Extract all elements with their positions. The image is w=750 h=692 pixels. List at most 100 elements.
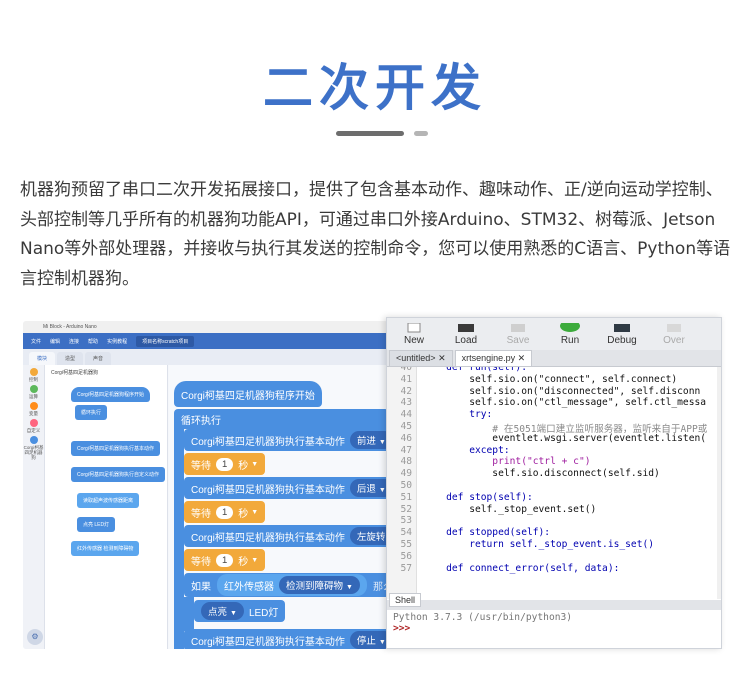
debug-icon [614,324,630,332]
action-dropdown-backward[interactable]: 后退▼ [349,479,388,497]
debug-button[interactable]: Debug [607,323,637,350]
line-number: 57 [400,562,412,574]
shell-version-text: Python 3.7.3 (/usr/bin/python3) [393,612,573,623]
line-number: 47 [400,444,412,456]
line-number: 49 [400,468,412,480]
wait-block-2[interactable]: 等待 1 秒▼ [184,501,266,523]
save-button[interactable]: Save [503,323,533,350]
tab-blocks[interactable]: 模块 [29,352,56,365]
menu-tutorials[interactable]: 实例教程 [107,338,128,345]
menu-file[interactable]: 文件 [31,338,42,345]
code-line: def connect_error(self, data): [423,562,620,574]
action-dropdown-forward[interactable]: 前进▼ [349,431,388,449]
code-line: self.sio.on("connect", self.connect) [423,373,678,385]
led-action-dropdown[interactable]: 点亮▼ [201,602,244,620]
step-over-icon [667,324,681,332]
load-button[interactable]: Load [451,323,481,350]
shell-panel[interactable]: Python 3.7.3 (/usr/bin/python3) >>> [387,610,721,648]
if-block[interactable]: 如果 红外传感器 检测到障碍物▼ 那么 [184,573,388,597]
category-control[interactable]: 控制 [23,368,44,382]
title-divider-accent [414,131,428,136]
start-hat-block[interactable]: Corgi柯基四足机器狗程序开始 [174,381,322,407]
line-number: 54 [400,527,412,539]
close-icon[interactable]: ✕ [438,353,446,363]
tab-untitled[interactable]: <untitled> ✕ [389,350,453,366]
step-over-button[interactable]: Over [659,323,689,350]
editor-scrollbar[interactable] [717,367,721,599]
action-block-stop[interactable]: Corgi柯基四足机器狗执行基本动作 停止▼ [184,629,388,649]
category-corgi[interactable]: Corgi柯基四足机器狗 [23,436,44,460]
code-line: self.sio.on("ctl_message", self.ctl_mess… [423,397,707,409]
intro-paragraph: 机器狗预留了串口二次开发拓展接口，提供了包含基本动作、趣味动作、正/逆向运动学控… [20,180,731,289]
wait-block-3[interactable]: 等待 1 秒▼ [184,549,266,571]
code-line: # 在5051端口建立监听服务器，监听来自于APP或 [423,424,708,435]
code-line: except: [423,444,510,456]
editor-tabs: 模块 造型 声音 [23,349,388,365]
line-number: 45 [400,421,412,432]
line-number: 55 [400,539,412,550]
block-palette: Corgi柯基四足机器狗 Corgi柯基四足机器狗程序开始 循环执行 Corgi… [45,365,168,649]
action-block-turn-left[interactable]: Corgi柯基四足机器狗执行基本动作 左旋转▼ [184,525,388,547]
category-variables[interactable]: 变量 [23,402,44,416]
line-number: 53 [400,515,412,527]
wait-input-1[interactable]: 1 [216,457,234,471]
code-line: print("ctrl + c") [423,456,591,468]
led-block[interactable]: 点亮▼ LED灯 [194,600,286,622]
action-dropdown-turn-left[interactable]: 左旋转▼ [349,527,388,545]
wait-input-3[interactable]: 1 [216,553,234,567]
infrared-sensor-block[interactable]: 红外传感器 检测到障碍物▼ [217,574,367,596]
line-number: 52 [400,503,412,515]
project-name[interactable]: 项目名称scratch项目 [136,335,195,347]
palette-block-led[interactable]: 点亮 LED灯 [77,517,116,532]
wait-block-1[interactable]: 等待 1 秒▼ [184,453,266,475]
thonny-ide-screenshot: New Load Save Run Debug Over <untitled> … [386,317,722,649]
palette-block-ultrasonic[interactable]: 读取超声波传感器距离 [77,493,140,508]
block-editor-screenshot: Mi Block - Arduino Nano 文件 编辑 连接 帮助 实例教程… [23,321,388,649]
palette-block-basic-action[interactable]: Corgi柯基四足机器狗执行基本动作 [71,441,160,456]
run-icon [560,323,580,332]
extension-icon[interactable]: ⚙ [27,629,43,645]
category-custom[interactable]: 自定义 [23,419,44,433]
editor-menu-bar: 文件 编辑 连接 帮助 实例教程 项目名称scratch项目 [23,333,388,349]
script-workspace[interactable]: Corgi柯基四足机器狗程序开始 循环执行 Corgi柯基四足机器狗执行基本动作… [169,365,388,649]
palette-block-custom-action[interactable]: Corgi柯基四足机器狗执行自定义动作 [71,467,165,482]
sensor-state-dropdown[interactable]: 检测到障碍物▼ [279,576,360,594]
run-button[interactable]: Run [555,323,585,350]
line-number: 40 [400,367,412,373]
tab-xrtsengine[interactable]: xrtsengine.py ✕ [454,350,533,366]
line-number: 41 [400,373,412,385]
title-divider [336,131,404,136]
menu-connect[interactable]: 连接 [69,338,80,345]
code-line: def stop(self): [423,491,533,503]
save-icon [511,324,525,332]
new-button[interactable]: New [399,323,429,350]
code-line: self.sio.disconnect(self.sid) [423,468,660,480]
forever-loop-block[interactable]: 循环执行 [174,409,388,429]
tab-sounds[interactable]: 声音 [85,352,112,365]
shell-prompt: >>> [393,623,411,634]
menu-help[interactable]: 帮助 [88,338,99,345]
category-list: 控制 运算 变量 自定义 Corgi柯基四足机器狗 ⚙ [23,365,45,649]
line-number: 43 [400,397,412,409]
palette-block-start[interactable]: Corgi柯基四足机器狗程序开始 [71,387,150,402]
line-number: 48 [400,456,412,468]
action-dropdown-stop[interactable]: 停止▼ [349,631,388,649]
shell-header [387,600,721,610]
action-block-forward[interactable]: Corgi柯基四足机器狗执行基本动作 前进▼ [184,429,388,451]
action-block-backward[interactable]: Corgi柯基四足机器狗执行基本动作 后退▼ [184,477,388,499]
shell-tab[interactable]: Shell [389,593,422,607]
loop-arm [174,429,184,649]
code-line: self._stop_event.set() [423,503,597,515]
palette-block-loop[interactable]: 循环执行 [75,405,108,420]
line-number: 42 [400,385,412,397]
code-line: eventlet.wsgi.server(eventlet.listen( [423,432,707,444]
wait-input-2[interactable]: 1 [216,505,234,519]
palette-block-infrared[interactable]: 红外传感器 检测到障碍物 [71,541,140,556]
close-icon[interactable]: ✕ [517,353,526,363]
category-operators[interactable]: 运算 [23,385,44,399]
menu-edit[interactable]: 编辑 [50,338,61,345]
folder-icon [458,324,474,332]
tab-costumes[interactable]: 造型 [57,352,84,365]
